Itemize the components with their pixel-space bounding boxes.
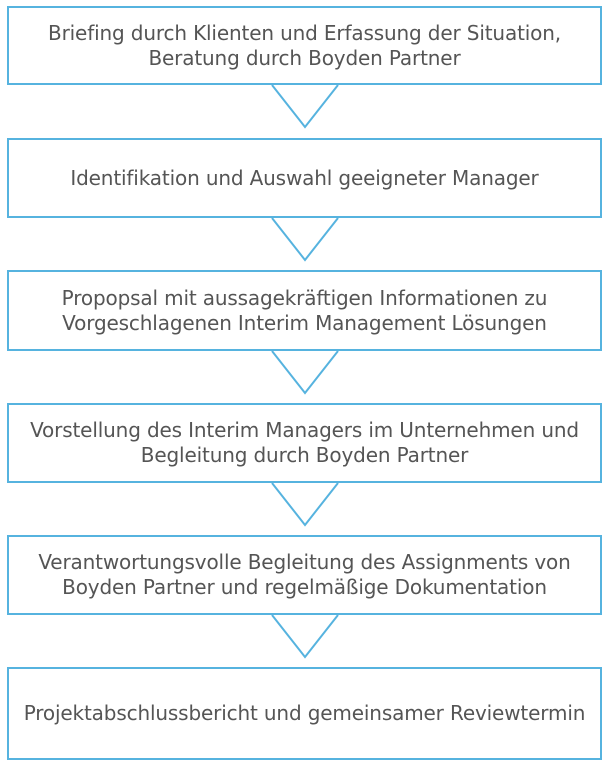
chevron-down-icon [270,350,340,404]
step-text-introduction: Vorstellung des Interim Managers im Unte… [30,418,579,467]
chevron-down-icon [270,614,340,668]
step-text-identification: Identifikation und Auswahl geeigneter Ma… [70,165,539,190]
chevron-down-icon [270,84,340,138]
step-box-briefing: Briefing durch Klienten und Erfassung de… [7,6,602,85]
step-box-closing-report: Projektabschlussbericht und gemeinsamer … [7,667,602,760]
step-box-identification: Identifikation und Auswahl geeigneter Ma… [7,138,602,218]
step-text-closing-report: Projektabschlussbericht und gemeinsamer … [23,701,586,725]
step-text-supervision: Verantwortungsvolle Begleitung des Assig… [38,550,571,599]
step-box-introduction: Vorstellung des Interim Managers im Unte… [7,403,602,483]
step-box-proposal: Propopsal mit aussagekräftigen Informati… [7,270,602,351]
step-text-proposal: Propopsal mit aussagekräftigen Informati… [61,285,548,335]
step-box-supervision: Verantwortungsvolle Begleitung des Assig… [7,535,602,615]
step-text-briefing: Briefing durch Klienten und Erfassung de… [48,20,561,70]
chevron-down-icon [270,482,340,536]
chevron-down-icon [270,217,340,271]
